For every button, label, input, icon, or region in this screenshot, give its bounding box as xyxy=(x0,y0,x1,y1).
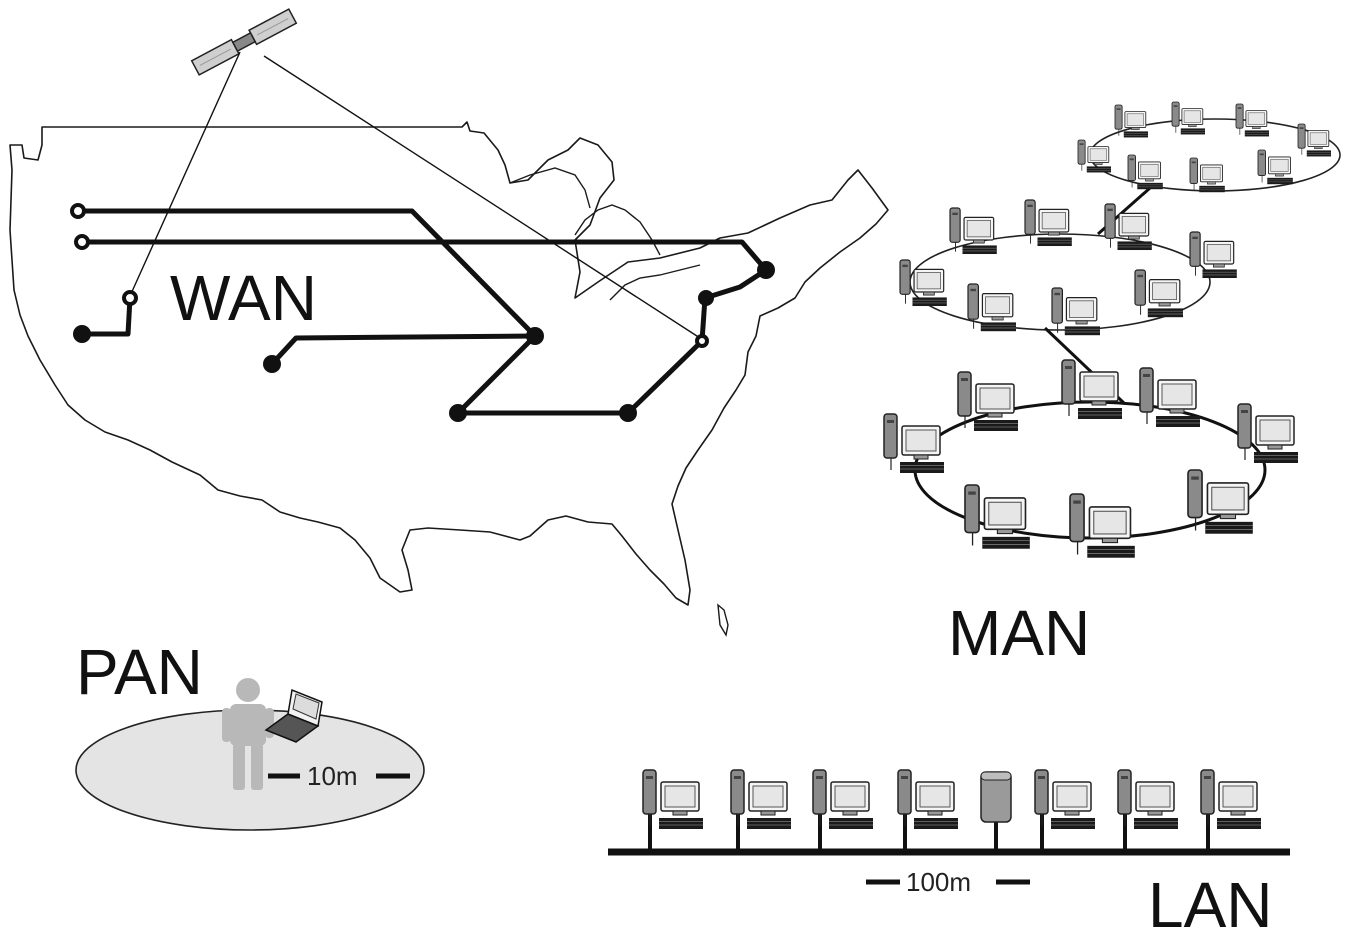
wan-map: WAN xyxy=(9,8,889,637)
computer-icon xyxy=(964,484,1031,550)
server-icon xyxy=(980,771,1012,823)
computer-icon xyxy=(1104,203,1153,251)
computer-icon xyxy=(967,283,1017,332)
satellite-link-east xyxy=(263,55,701,339)
computer-icon xyxy=(1024,199,1073,247)
wan-node xyxy=(449,404,467,422)
lan-scale-label: 100m xyxy=(906,867,971,897)
computer-icon xyxy=(1139,367,1201,428)
computer-icon xyxy=(1171,101,1206,135)
computer-icon xyxy=(1235,103,1270,137)
pan-scale-label: 10m xyxy=(307,761,358,791)
wan-nodes xyxy=(73,261,775,422)
wan-node xyxy=(526,327,544,345)
wan-node xyxy=(757,261,775,279)
computer-icon xyxy=(1061,359,1123,420)
wan-node xyxy=(698,290,714,306)
man-ring-bottom-computers xyxy=(883,359,1299,559)
florida-keys xyxy=(717,603,729,637)
computer-icon xyxy=(1237,403,1299,464)
pan-network: 10m PAN xyxy=(75,636,425,831)
wan-label: WAN xyxy=(170,262,317,334)
computer-icon xyxy=(1189,157,1226,193)
wan-endpoint xyxy=(70,203,86,219)
computer-icon xyxy=(1257,149,1294,185)
lan-label: LAN xyxy=(1148,869,1273,930)
satellite-icon xyxy=(190,8,298,76)
wan-endpoint xyxy=(695,334,709,348)
computer-icon xyxy=(1134,269,1184,318)
computer-icon xyxy=(1051,287,1101,336)
lan-computers xyxy=(642,769,1262,830)
man-label: MAN xyxy=(948,597,1090,669)
man-ring-top-computers xyxy=(1077,101,1332,193)
computer-icon xyxy=(1297,123,1332,157)
computer-icon xyxy=(1189,231,1238,279)
computer-icon xyxy=(883,413,945,474)
satellite-link-west xyxy=(129,51,241,297)
usa-outline xyxy=(9,121,889,606)
computer-icon xyxy=(899,259,948,307)
person-icon xyxy=(222,678,274,790)
man-network: MAN xyxy=(883,101,1341,669)
wan-endpoints xyxy=(70,203,709,348)
wan-node xyxy=(73,325,91,343)
computer-icon xyxy=(1114,104,1149,138)
computer-icon xyxy=(1069,493,1136,559)
pan-label: PAN xyxy=(76,636,203,708)
computer-icon xyxy=(1127,154,1164,190)
wan-node xyxy=(263,355,281,373)
lan-network: 100m LAN xyxy=(608,769,1290,930)
wan-endpoint xyxy=(122,290,138,306)
wan-endpoint xyxy=(74,234,90,250)
wan-node xyxy=(619,404,637,422)
